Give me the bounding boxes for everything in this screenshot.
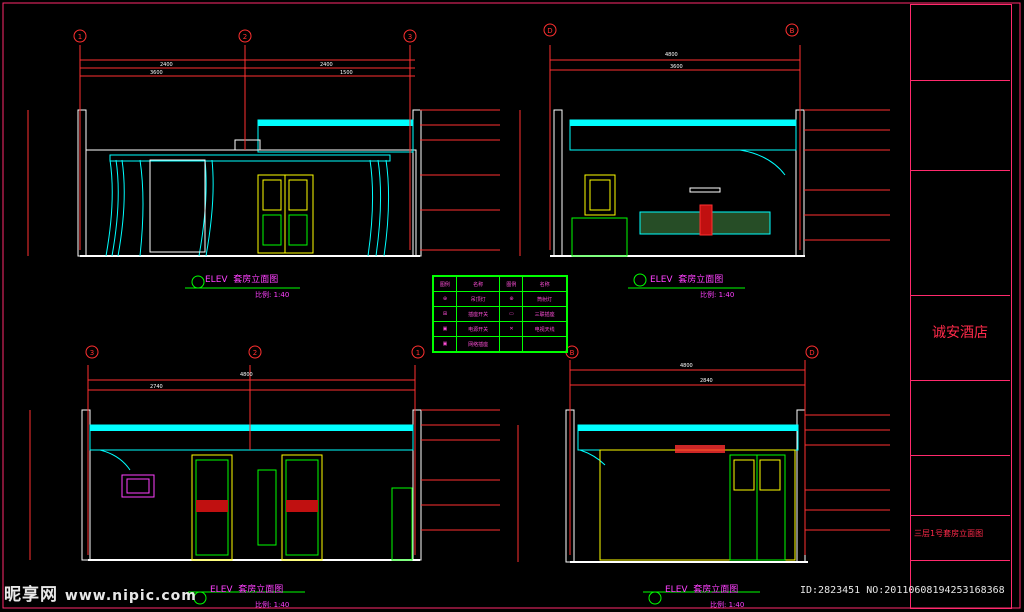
title-block-divider: [910, 560, 1010, 561]
svg-text:4800: 4800: [240, 372, 253, 378]
elev-c-name: 套房立面图: [238, 585, 284, 595]
sheet-title: 三层1号套房立面图: [914, 529, 984, 538]
elev-d-name: 套房立面图: [693, 585, 739, 595]
elevation-d: B D 4800 2840: [517, 345, 890, 605]
elev-b-scale: 比例: 1:40: [700, 291, 735, 299]
svg-text:3: 3: [90, 349, 94, 357]
svg-text:3: 3: [408, 33, 412, 41]
elevation-a: 1 2 3 2400 2400 3600 1500: [27, 29, 500, 289]
elev-a-title: ELEV 套房立面图: [205, 272, 278, 285]
svg-text:D: D: [547, 27, 552, 35]
legend-label: 三联插座: [522, 306, 567, 322]
svg-text:3600: 3600: [670, 64, 683, 70]
svg-text:2840: 2840: [700, 378, 713, 384]
elev-c-scale: 比例: 1:40: [255, 601, 290, 609]
legend-symbol: ✕: [499, 321, 524, 337]
elev-d-title: ELEV 套房立面图: [665, 582, 738, 595]
svg-text:2400: 2400: [160, 62, 173, 68]
elev-d-scale: 比例: 1:40: [710, 601, 745, 609]
svg-text:2: 2: [253, 349, 257, 357]
watermark-id: ID:2823451 NO:20110608194253168368: [800, 585, 1005, 596]
legend-label: 电源开关: [455, 321, 501, 337]
legend-symbol: ⊕: [433, 291, 457, 307]
legend-label: 网络插座: [455, 336, 501, 352]
legend-symbol: ▭: [499, 306, 524, 322]
legend-label: 电视天线: [522, 321, 567, 337]
watermark-brand-text: 昵享网: [4, 585, 58, 605]
legend-symbol: [499, 336, 524, 352]
legend-symbol: ▣: [433, 321, 457, 337]
symbol-legend: 图例 名称 图例 名称 ⊕ 吊顶灯 ⊕ 筒射灯 ⊞ 插座开关 ▭ 三联插座 ▣ …: [432, 275, 568, 353]
legend-header: 名称: [522, 276, 567, 292]
project-name: 诚安酒店: [932, 325, 988, 341]
svg-text:1500: 1500: [340, 70, 353, 76]
svg-text:B: B: [790, 27, 795, 35]
elevation-b: D B 4800 3600: [519, 23, 890, 289]
legend-label: 筒射灯: [522, 291, 567, 307]
title-block-divider: [910, 170, 1010, 171]
elevation-c: 3 2 1 4800 2740: [29, 345, 500, 605]
svg-text:1: 1: [416, 349, 420, 357]
legend-header: 名称: [455, 276, 501, 292]
title-block-divider: [910, 380, 1010, 381]
elev-b-title: ELEV 套房立面图: [650, 272, 723, 285]
elev-d-tag: ELEV: [665, 585, 688, 595]
svg-text:B: B: [570, 349, 575, 357]
title-block-divider: [910, 515, 1010, 516]
title-block-divider: [910, 80, 1010, 81]
svg-text:3600: 3600: [150, 70, 163, 76]
legend-header: 图例: [499, 276, 524, 292]
svg-text:2: 2: [243, 33, 247, 41]
legend-symbol: ▣: [433, 336, 457, 352]
title-block: [910, 4, 1012, 609]
watermark-brand: 昵享网 www.nipic.com: [4, 580, 197, 605]
elev-a-tag: ELEV: [205, 275, 228, 285]
elev-b-name: 套房立面图: [678, 275, 724, 285]
elev-b-tag: ELEV: [650, 275, 673, 285]
elev-a-scale: 比例: 1:40: [255, 291, 290, 299]
watermark-site: www.nipic.com: [64, 588, 197, 604]
elev-c-title: ELEV 套房立面图: [210, 582, 283, 595]
legend-header: 图例: [433, 276, 457, 292]
legend-symbol: ⊕: [499, 291, 524, 307]
elev-c-tag: ELEV: [210, 585, 233, 595]
svg-text:4800: 4800: [665, 52, 678, 58]
svg-text:2400: 2400: [320, 62, 333, 68]
svg-text:2740: 2740: [150, 384, 163, 390]
title-block-divider: [910, 295, 1010, 296]
elev-a-name: 套房立面图: [233, 275, 279, 285]
legend-label: 吊顶灯: [455, 291, 501, 307]
svg-text:1: 1: [78, 33, 82, 41]
title-block-divider: [910, 455, 1010, 456]
legend-symbol: ⊞: [433, 306, 457, 322]
legend-label: 插座开关: [455, 306, 501, 322]
legend-label: [522, 336, 567, 352]
svg-text:4800: 4800: [680, 363, 693, 369]
svg-text:D: D: [809, 349, 814, 357]
